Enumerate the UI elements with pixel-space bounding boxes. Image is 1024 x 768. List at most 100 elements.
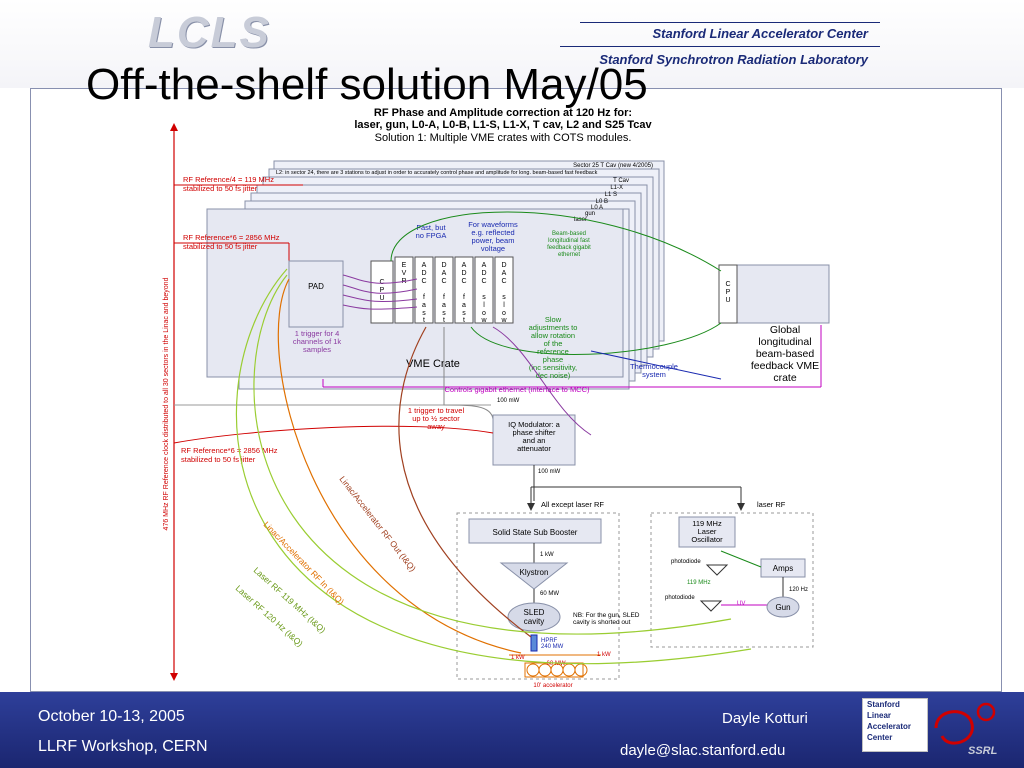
ssb-label: Solid State Sub Booster xyxy=(493,528,578,537)
mw-label: 100 mW xyxy=(497,398,520,404)
global-crate-label: Global xyxy=(770,324,800,336)
adc-fast-letter: a xyxy=(422,302,426,309)
adc-fast-letter: A xyxy=(462,262,467,269)
trigger-line xyxy=(492,326,592,436)
adc-slow-letter: s xyxy=(482,294,486,301)
dac-slow-letter: C xyxy=(501,278,506,285)
controls-ethernet-label: Controls gigabit ethernet (interface to … xyxy=(444,385,590,394)
accelerator-cell xyxy=(526,663,540,677)
slow-adj-note: allow rotation xyxy=(531,331,575,340)
arrow-up-icon xyxy=(170,123,178,131)
dac-fast-letter: D xyxy=(441,262,446,269)
pad-cable xyxy=(342,274,418,284)
diagram-title-2: laser, gun, L0-A, L0-B, L1-S, L1-X, T ca… xyxy=(354,119,652,131)
cpu-letter: P xyxy=(726,289,731,296)
slow-adj-note: Slow xyxy=(545,315,562,324)
beam-based-note: ethernet xyxy=(558,252,580,258)
all-except-label: All except laser RF xyxy=(541,500,604,509)
slide-footer: October 10-13, 2005 LLRF Workshop, CERN … xyxy=(0,692,1024,768)
dac-slow-letter: o xyxy=(502,310,506,317)
ssrl-name: Stanford Synchrotron Radiation Laborator… xyxy=(599,52,868,67)
dac-fast-letter: s xyxy=(442,310,446,317)
dac-slow-letter: D xyxy=(501,262,506,269)
kw-label: 1 kW xyxy=(540,552,554,558)
mw-label: 60 MW xyxy=(540,591,559,597)
pad-cable xyxy=(342,294,418,303)
cpu-letter: U xyxy=(379,295,384,302)
hprf-waveguide xyxy=(530,634,538,652)
slac-logo-text: Stanford xyxy=(867,700,900,709)
laser-120hz-cable xyxy=(235,268,752,665)
dac-fast-letter: t xyxy=(443,317,445,324)
adc-fast-letter: a xyxy=(462,302,466,309)
global-crate-label: beam-based xyxy=(756,348,815,360)
dac-slow-letter: A xyxy=(502,270,507,277)
cpu-letter: C xyxy=(725,281,730,288)
global-crate-label: crate xyxy=(773,372,797,384)
laser-line xyxy=(720,550,762,568)
cpu-letter: U xyxy=(725,297,730,304)
slow-adj-line xyxy=(470,322,722,355)
pad-label: PAD xyxy=(308,282,324,291)
diagram-subtitle: Solution 1: Multiple VME crates with COT… xyxy=(375,132,632,144)
stack-label: laser xyxy=(574,217,587,223)
adc-fast-letter: t xyxy=(463,317,465,324)
ssrl-logo: SSRL xyxy=(934,702,998,757)
mw-label: 100 mW xyxy=(538,469,561,475)
llrf-diagram: RF Phase and Amplitude correction at 120… xyxy=(163,107,830,689)
module-row: E V R A D C f a s t D A C f a s t A D C … xyxy=(394,256,514,324)
footer-event: LLRF Workshop, CERN xyxy=(38,738,208,755)
footer-author: Dayle Kotturi xyxy=(722,710,808,727)
adc-slow-letter: D xyxy=(481,270,486,277)
klystron-label: Klystron xyxy=(520,568,549,577)
cpu-letter: C xyxy=(379,279,384,286)
hprf-label: HPRF xyxy=(541,638,558,644)
ssrl-logo-text: SSRL xyxy=(968,745,998,757)
adc-slow-letter: w xyxy=(480,317,487,324)
thermocouple-line xyxy=(590,350,722,380)
adc-fast-module xyxy=(454,256,474,324)
fast-fpga-note: no FPGA xyxy=(416,231,447,240)
photodiode-label: photodiode xyxy=(665,595,695,601)
rf-in-label: Linac/Accelerator RF In (I&Q) xyxy=(262,519,347,606)
kw-label: 1 kW xyxy=(597,652,611,658)
ssrl-ring-icon xyxy=(934,710,974,745)
arrow-down-icon xyxy=(737,503,745,511)
nb-note: cavity is shorted out xyxy=(573,619,631,626)
rf-in-cable xyxy=(277,278,522,654)
rf-out-label: Linac/Accelerator RF Out (I&Q) xyxy=(337,474,418,573)
pad-cable xyxy=(342,284,418,294)
adc-fast-letter: s xyxy=(422,310,426,317)
evr-letter: V xyxy=(402,270,407,277)
beam-based-note: feedback gigabit xyxy=(547,245,591,251)
dac-fast-letter: a xyxy=(442,302,446,309)
arrow-down-icon xyxy=(527,503,535,511)
adc-slow-letter: l xyxy=(483,302,485,309)
trigger-travel-note: 1 trigger to travel xyxy=(408,406,465,415)
waveforms-note: e.g. reflected xyxy=(471,228,514,237)
oscillator-label: Laser xyxy=(698,527,717,536)
rf-ref-2856: RF Reference*6 = 2856 MHz xyxy=(183,233,280,242)
beam-based-note: Beam-based xyxy=(552,231,586,237)
gun-label: Gun xyxy=(775,603,790,612)
rf-ref-line xyxy=(173,425,494,444)
slac-name: Stanford Linear Accelerator Center xyxy=(652,26,868,41)
nb-note: NB: For the gun, SLED xyxy=(573,612,640,619)
dac-fast-module xyxy=(434,256,454,324)
dac-slow-module xyxy=(494,256,514,324)
iq-modulator-label: IQ Modulator: a xyxy=(508,420,561,429)
kw-label: 1 kW xyxy=(511,655,525,661)
trigger-note: channels of 1k xyxy=(293,337,342,346)
ssrl-circle-icon xyxy=(976,702,996,722)
waveforms-note: voltage xyxy=(481,244,505,253)
rf-ref-2856-b-sub: stabilized to 50 fs jitter xyxy=(181,455,256,464)
sled-label: cavity xyxy=(524,617,544,626)
ssb-box xyxy=(468,518,602,544)
dac-fast-letter: A xyxy=(442,270,447,277)
footer-email: dayle@slac.stanford.edu xyxy=(620,742,786,759)
trigger-travel-note: away xyxy=(427,422,445,431)
arrow-down-icon xyxy=(170,673,178,681)
accelerator-label: 10' accelerator xyxy=(533,683,572,689)
footer-date: October 10-13, 2005 xyxy=(38,708,185,725)
slow-adj-note: dec noise) xyxy=(536,371,571,380)
